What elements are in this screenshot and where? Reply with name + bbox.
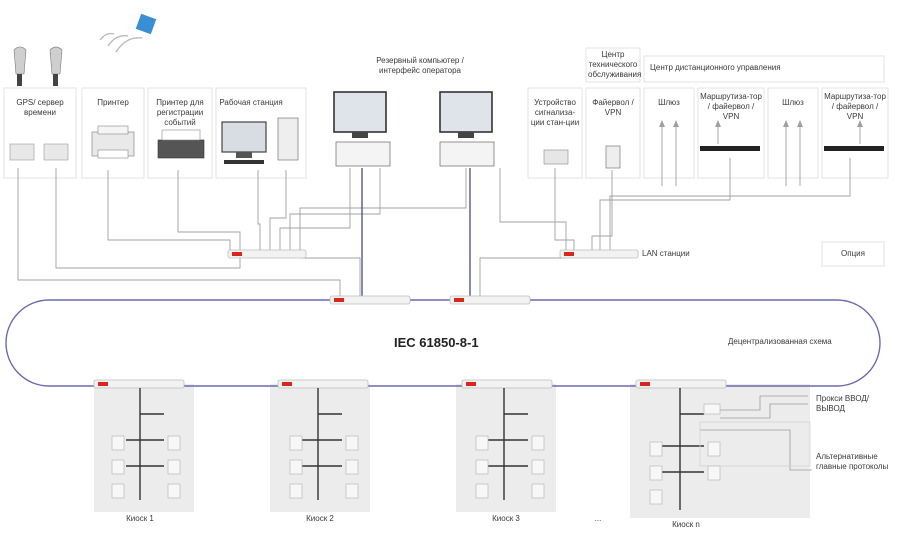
maintenance-center-label: Центр технического обслуживания [588, 50, 642, 79]
alt-protocols-label: Альтернативные главные протоколы [816, 452, 889, 471]
gps-label: GPS/ сервер времени [16, 98, 64, 117]
kiosk-n-label: Киоск n [672, 520, 700, 529]
iec-ring-line [5, 299, 881, 387]
remote-center-box [643, 55, 885, 83]
satellite [99, 13, 157, 53]
gateway-label: Шлюз [658, 98, 680, 107]
lan-switch-right [559, 249, 639, 259]
workstation-shape [221, 117, 299, 164]
lan-label: LAN станции [642, 249, 690, 258]
ring-title: IEC 61850-8-1 [394, 335, 479, 350]
gateway2-label: Шлюз [782, 98, 804, 107]
backup-pc-2 [439, 91, 495, 167]
remote-center-label: Центр дистанционного управления [650, 63, 781, 72]
router2-box [821, 87, 889, 179]
printer-shape [91, 125, 135, 159]
gateway-box [643, 87, 695, 179]
router-label: Маршрутиза-тор / файервол / VPN [700, 92, 762, 121]
decentralized-label: Децентрализованная схема [728, 337, 832, 346]
event-printer-label: Принтер для регистрации событий [156, 98, 204, 127]
gps-box [3, 87, 77, 179]
option-label: Опция [841, 249, 865, 258]
backup-pc-1 [333, 91, 391, 167]
option-box [821, 241, 885, 267]
kiosk-3-label: Киоск 3 [492, 514, 520, 523]
workstation-label: Рабочая станция [219, 98, 283, 107]
firewall-label: Файервол / VPN [592, 98, 634, 117]
router-box [697, 87, 765, 179]
signaling-label: Устройство сигнализа-ции стан-ции [530, 98, 580, 127]
gps-antennas [13, 46, 63, 86]
gateway2-box [767, 87, 819, 179]
router2-label: Маршрутиза-тор / файервол / VPN [824, 92, 886, 121]
event-printer-shape [157, 129, 205, 159]
kiosk-ellipsis-label: ... [594, 514, 602, 523]
backup-pc-label: Резервный компьютер / интерфейс оператор… [376, 56, 464, 75]
kiosk-2-label: Киоск 2 [306, 514, 334, 523]
lan-switch-left [227, 249, 307, 259]
printer-label: Принтер [97, 98, 129, 107]
proxy-label: Прокси ВВОД/ВЫВОД [816, 394, 870, 413]
kiosk-1-label: Киоск 1 [126, 514, 154, 523]
maintenance-center-box [585, 47, 641, 83]
